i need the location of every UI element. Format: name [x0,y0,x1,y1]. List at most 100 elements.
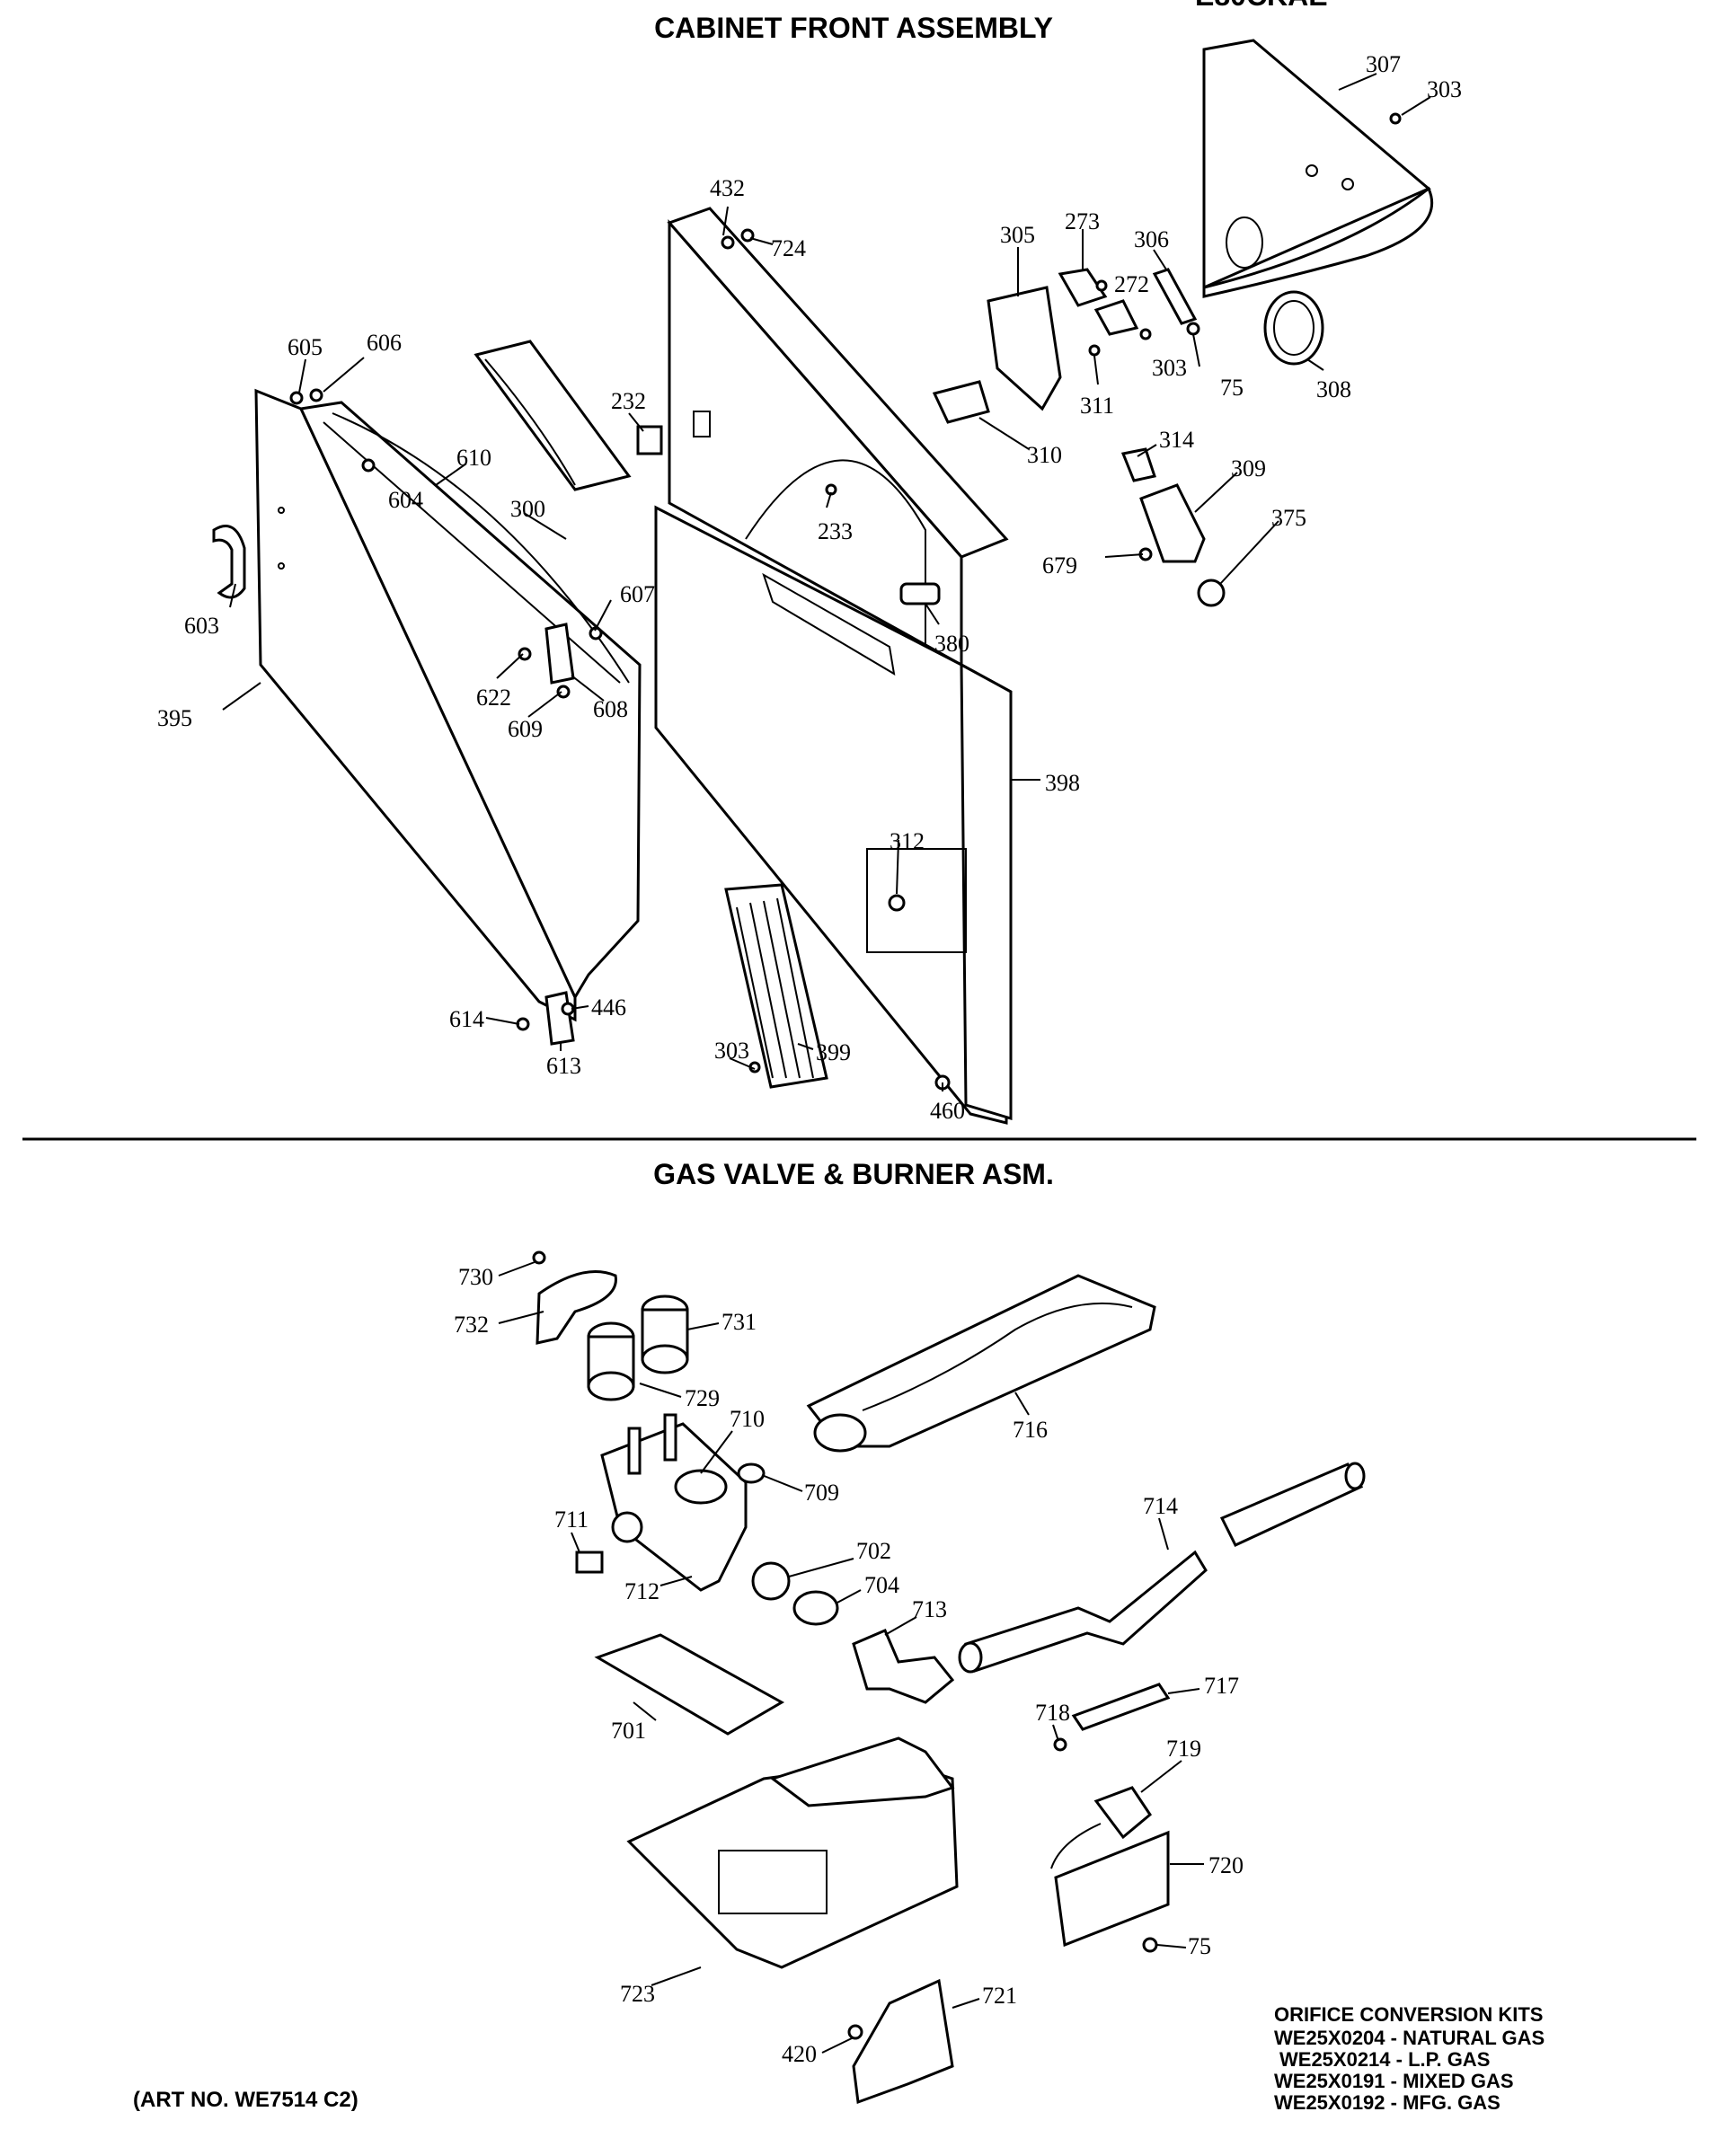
part-label-710: 710 [730,1406,765,1432]
burner-tube-716 [806,1274,1156,1453]
cabinet-front-lower-panel-398 [654,505,1013,1125]
part-label-605: 605 [288,334,323,360]
burner-frame-723 [626,1736,959,1969]
gas-small-fasteners [532,1250,1158,2040]
orifice-kits-heading: ORIFICE CONVERSION KITS [1274,2003,1543,2026]
part-label-375: 375 [1271,505,1306,531]
thermostat-273 [1058,268,1108,307]
cabinet-leader-lines [222,73,1431,1091]
part-label-311: 311 [1080,393,1114,419]
part-label-712: 712 [624,1578,659,1604]
burner-pipe-straight [1219,1462,1366,1547]
part-label-730: 730 [458,1264,493,1290]
part-label-75-gas: 75 [1188,1933,1211,1959]
part-label-614: 614 [449,1006,484,1032]
orifice-704 [792,1590,839,1626]
bulkhead-307 [1202,39,1434,298]
part-label-432: 432 [710,175,745,201]
burner-pipe-714 [958,1550,1208,1674]
mounting-bracket-732 [536,1270,617,1345]
part-label-607: 607 [620,581,655,607]
part-label-398: 398 [1045,770,1080,796]
part-label-303: 303 [1427,76,1462,102]
bracket-306 [1152,268,1198,325]
fitting-709 [737,1462,766,1484]
part-label-609: 609 [508,716,543,742]
part-label-716: 716 [1013,1417,1048,1443]
coil-731 [641,1294,689,1374]
part-label-608: 608 [593,696,628,722]
orifice-kit-natural-gas: WE25X0204 - NATURAL GAS [1274,2027,1545,2049]
thermostat-272 [1093,299,1139,336]
part-label-232: 232 [611,388,646,414]
bracket-701 [594,1633,785,1736]
part-label-714: 714 [1143,1493,1178,1519]
part-label-312: 312 [890,828,925,854]
part-label-718: 718 [1035,1700,1070,1726]
part-label-606: 606 [367,330,402,356]
part-label-395: 395 [157,705,192,731]
sensor-719 [1050,1786,1152,1869]
lint-screen-399 [724,883,828,1089]
shield-721 [852,1978,954,2105]
part-label-604: 604 [388,487,423,513]
part-label-731: 731 [721,1309,757,1335]
part-label-420: 420 [782,2041,817,2067]
part-label-713: 713 [912,1596,947,1622]
nut-702 [751,1561,791,1601]
orifice-kits-block: ORIFICE CONVERSION KITS WE25X0204 - NATU… [1274,2003,1545,2114]
part-label-460: 460 [930,1098,965,1124]
gas-leader-lines [498,1261,1204,2054]
gas-section-title: GAS VALVE & BURNER ASM. [653,1158,1054,1190]
orifice-kit-mixed-gas: WE25X0191 - MIXED GAS [1274,2070,1514,2092]
part-label-305: 305 [1000,222,1035,248]
part-label-75-cabinet: 75 [1220,375,1244,401]
cabinet-front-upper-panel [667,207,1009,719]
part-label-723: 723 [620,1981,655,2007]
part-label-732: 732 [454,1312,489,1338]
part-label-273: 273 [1065,208,1100,234]
felt-seal-308 [1263,290,1324,366]
hinge-608 [544,623,575,685]
part-label-721: 721 [982,1983,1017,2009]
part-label-701: 701 [611,1718,646,1744]
part-label-310: 310 [1027,442,1062,468]
door-switch-232 [636,425,663,455]
small-fasteners [289,112,1402,1091]
roller-380 [899,582,941,605]
bracket-720 [1054,1830,1170,1948]
orifice-kit-lp-gas: WE25X0214 - L.P. GAS [1279,2048,1490,2071]
part-label-309: 309 [1231,455,1266,482]
knob-375 [1197,579,1226,607]
bracket-314 [1120,447,1156,482]
igniter-717 [1071,1683,1171,1731]
coil-729 [587,1321,635,1401]
part-label-729: 729 [685,1385,720,1411]
part-label-446: 446 [591,994,626,1021]
part-label-724: 724 [771,235,806,261]
part-label-399: 399 [816,1039,851,1065]
part-label-303-b: 303 [1152,355,1187,381]
part-label-704: 704 [864,1572,899,1598]
part-label-709: 709 [804,1480,839,1506]
part-label-314: 314 [1159,427,1194,453]
switch-309 [1139,483,1206,563]
part-label-711: 711 [554,1507,589,1533]
part-label-719: 719 [1166,1736,1201,1762]
part-label-307: 307 [1366,51,1401,77]
part-label-303-c: 303 [714,1038,749,1064]
part-label-613: 613 [546,1053,581,1079]
part-label-380: 380 [934,631,969,657]
cabinet-section-title: CABINET FRONT ASSEMBLY [654,12,1053,44]
fitting-711 [575,1551,604,1574]
part-label-679: 679 [1042,552,1077,579]
gas-valve-710 [600,1413,748,1592]
part-label-610: 610 [456,445,491,471]
part-label-717: 717 [1204,1673,1239,1699]
art-number: (ART NO. WE7514 C2) [133,2088,359,2112]
strap-310 [932,380,990,424]
part-label-300: 300 [510,496,545,522]
part-label-603: 603 [184,613,219,639]
corner-fragment-text: E80CKAE [1195,0,1328,12]
